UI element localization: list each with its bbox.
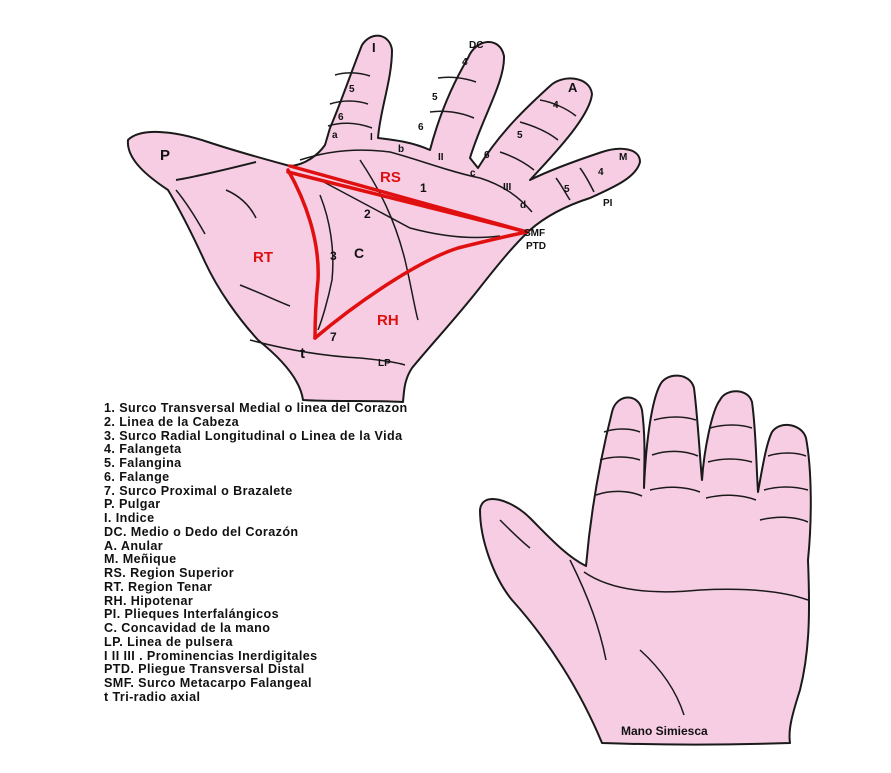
monkey-hand [479,374,812,746]
legend-item: DC. Medio o Dedo del Corazón [104,524,299,539]
main-hand [126,34,641,403]
roman-III: III [503,182,512,193]
crease-1: 1 [420,181,427,195]
label-PI: PI [603,198,613,209]
legend-item: M. Meñique [104,552,177,567]
label-RT: RT [253,249,273,266]
label-C: C [354,245,364,261]
little-num-5: 5 [564,184,570,195]
legend-item: 3. Surco Radial Longitudinal o Linea de … [104,428,403,443]
crease-7: 7 [330,330,337,344]
roman-I: I [370,132,373,143]
index-num-6: 6 [338,112,344,123]
label-finger-DC: DC [469,40,483,51]
legend-item: 2. Linea de la Cabeza [104,414,240,429]
region-lines [286,164,529,340]
label-SMF: SMF [524,228,545,239]
legend-item: SMF. Surco Metacarpo Falangeal [104,676,312,690]
label-RS: RS [380,169,401,186]
label-LP: LP [378,358,391,369]
ring-num-5: 5 [517,130,523,141]
index-num-5: 5 [349,84,355,95]
legend-item: PI. Plieques Interfalángicos [104,607,279,622]
label-RH: RH [377,312,399,329]
legend-item: I II III . Prominencias Inerdigitales [104,648,318,663]
monkey-hand-caption: Mano Simiesca [621,724,708,738]
letter-b: b [398,144,404,155]
legend-item: C. Concavidad de la mano [104,621,271,635]
legend: 1. Surco Transversal Medial o linea del … [104,401,408,705]
crease-3: 3 [330,249,337,263]
little-num-4: 4 [598,167,604,178]
middle-num-5: 5 [432,92,438,103]
ring-num-6: 6 [484,150,490,161]
label-finger-M: M [619,152,627,163]
ring-num-4: 4 [553,100,559,111]
index-letter-a: a [332,130,338,141]
main-hand-creases [175,72,595,366]
line-rs-bottom [286,170,529,234]
label-thumb-P: P [160,147,170,164]
legend-item: P. Pulgar [104,497,161,512]
legend-item: I. Indice [104,511,155,525]
roman-II: II [438,152,444,163]
line-rt-rh-vertical [286,168,320,340]
legend-item: 6. Falange [104,469,170,484]
legend-item: RH. Hipotenar [104,593,194,608]
label-finger-A: A [568,80,578,95]
monkey-hand-outline [479,374,812,746]
legend-item: LP. Linea de pulsera [104,634,233,649]
legend-item: 7. Surco Proximal o Brazalete [104,483,293,498]
thumb-crease [175,161,257,181]
label-finger-I: I [372,40,376,55]
legend-item: 4. Falangeta [104,442,182,457]
legend-item: 1. Surco Transversal Medial o linea del … [104,401,408,415]
triradius-t: t [300,345,305,362]
line-rh-diagonal [313,230,529,340]
hand-labels: I DC A M P 5 6 a 4 5 6 4 5 6 4 5 I b II … [160,40,627,369]
legend-item: A. Anular [104,538,164,553]
main-hand-outline [126,34,641,403]
legend-item: PTD. Pliegue Transversal Distal [104,662,305,677]
legend-item: RT. Region Tenar [104,579,213,594]
legend-item: t Tri-radio axial [104,689,201,704]
crease-2: 2 [364,207,371,221]
monkey-hand-creases [499,416,809,716]
middle-num-6: 6 [418,122,424,133]
label-PTD: PTD [526,241,546,252]
legend-item: 5. Falangina [104,456,182,470]
letter-c: c [470,168,476,179]
legend-item: RS. Region Superior [104,566,235,580]
middle-num-4: 4 [462,57,468,68]
letter-d: d [520,200,526,211]
